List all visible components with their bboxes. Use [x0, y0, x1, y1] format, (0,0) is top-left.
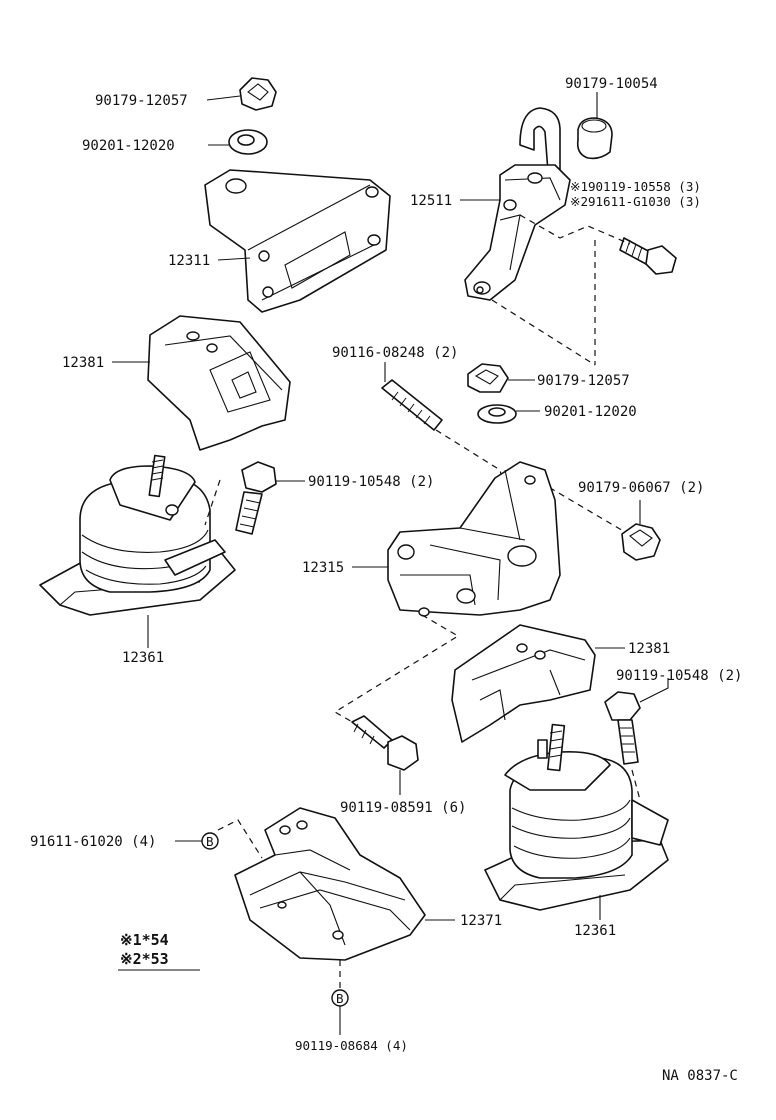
washer-90179-10054: [576, 117, 613, 160]
label-12315: 12315: [302, 560, 344, 576]
bracket-12315: [387, 461, 561, 617]
label-91611-61020: 91611-61020 (4): [30, 834, 156, 850]
label-90119-10548-left: 90119-10548 (2): [308, 474, 434, 490]
diagram-code: NA 0837-C: [662, 1068, 738, 1084]
label-90119-08684: 90119-08684 (4): [295, 1038, 408, 1053]
label-90179-10054: 90179-10054: [565, 76, 658, 92]
legend-line-1: ※1*54: [120, 931, 169, 949]
bracket-12381-right: [451, 624, 596, 743]
washer-90201-12020-mid: [477, 404, 517, 424]
marker-b-left: B: [206, 834, 214, 849]
stud-90116-08248: [381, 379, 443, 431]
label-90119-10548-right: 90119-10548 (2): [616, 668, 742, 684]
label-12511: 12511: [410, 193, 452, 209]
washer-90201-12020-top: [228, 129, 268, 155]
nut-90179-12057-top: [239, 77, 277, 111]
bracket-12381-left: [147, 315, 291, 451]
bolt-90119-10548-left: [235, 461, 277, 535]
label-90116-08248: 90116-08248 (2): [332, 345, 458, 361]
label-12361-right: 12361: [574, 923, 616, 939]
label-note-2: ※291611-G1030 (3): [570, 194, 701, 209]
label-90201-12020-mid: 90201-12020: [544, 404, 637, 420]
bolt-90119-08591: [351, 715, 419, 771]
label-12371: 12371: [460, 913, 502, 929]
bolt-90119-10548-right: [604, 691, 641, 765]
label-90179-06067: 90179-06067 (2): [578, 480, 704, 496]
label-90179-12057-mid: 90179-12057: [537, 373, 630, 389]
label-12381-right: 12381: [628, 641, 670, 657]
legend-line-2: ※2*53: [120, 950, 169, 968]
label-12361-left: 12361: [122, 650, 164, 666]
label-12311: 12311: [168, 253, 210, 269]
label-note-1: ※190119-10558 (3): [570, 179, 701, 194]
label-90179-12057-top: 90179-12057: [95, 93, 188, 109]
marker-b-left-circle: [201, 832, 219, 850]
bolt-note: [619, 237, 677, 275]
bracket-12311: [204, 169, 391, 313]
insulator-12361-right: [484, 723, 669, 911]
marker-b-bottom: B: [336, 991, 344, 1006]
label-90201-12020-top: 90201-12020: [82, 138, 175, 154]
nut-90179-12057-mid: [467, 363, 509, 393]
nut-90179-06067: [621, 523, 661, 561]
link-12511: [464, 107, 571, 301]
label-12381-left: 12381: [62, 355, 104, 371]
crossmember-12371: [234, 807, 426, 961]
insulator-12361-left: [39, 454, 236, 616]
label-90119-08591: 90119-08591 (6): [340, 800, 466, 816]
